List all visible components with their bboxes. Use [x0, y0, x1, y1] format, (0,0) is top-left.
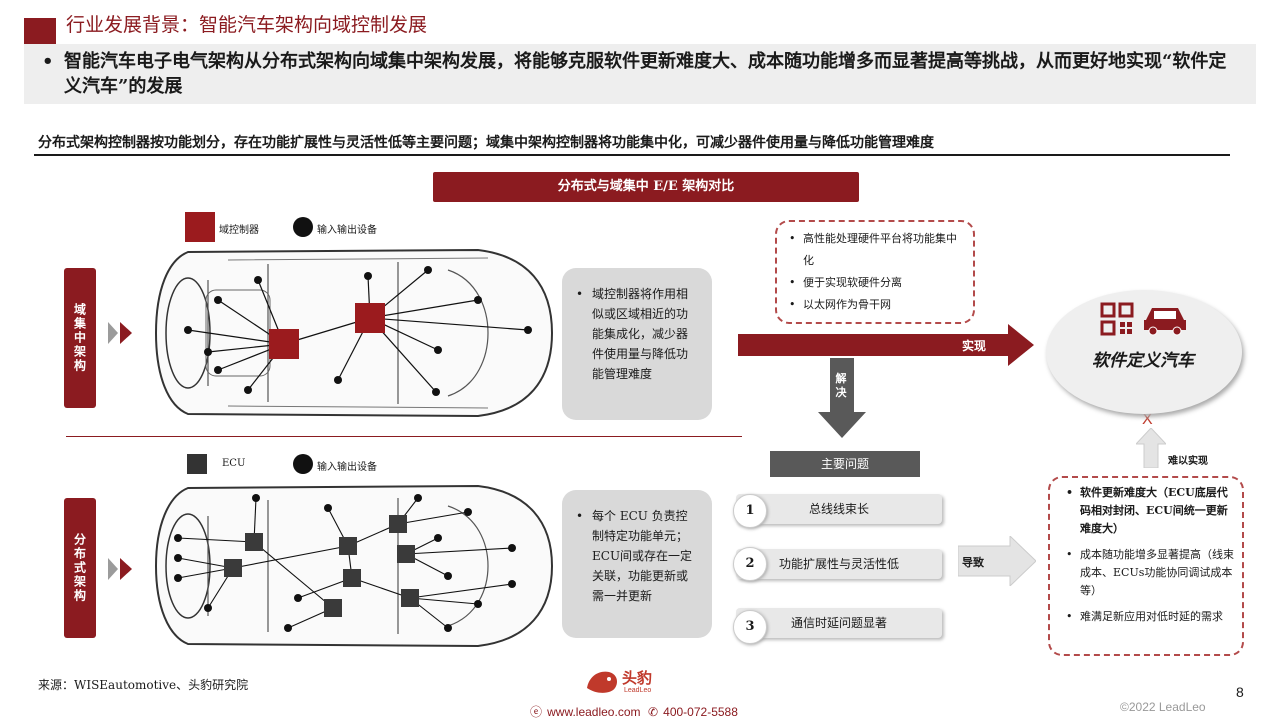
legend-controller-label: 域控制器: [219, 225, 259, 236]
brand-name: 头豹: [622, 669, 653, 687]
source-note: 来源：WISEautomotive、头豹研究院: [38, 678, 249, 692]
summary-bullet: •: [42, 51, 54, 72]
phone-icon: ✆: [648, 705, 659, 719]
fail-mark: X: [1142, 411, 1153, 428]
issue-number: 2: [733, 547, 767, 581]
issue-number: 1: [733, 494, 767, 528]
page-number: 8: [1236, 684, 1244, 700]
issue-pill: 通信时延问题显著: [736, 608, 942, 638]
issue-label: 功能扩展性与灵活性低: [778, 557, 899, 571]
grid-app-icon: [1100, 302, 1134, 336]
solve-arrow-label: 解决: [835, 372, 847, 399]
issue-label: 总线线束长: [808, 502, 869, 516]
goal-ellipse: [1046, 290, 1242, 414]
website-link[interactable]: www.leadleo.com: [547, 705, 641, 719]
copyright: ©2022 LeadLeo: [1120, 700, 1206, 714]
brand-name-en: LeadLeo: [624, 687, 652, 694]
issue-pill: 总线线束长: [736, 494, 942, 524]
issues-title: 主要问题: [770, 451, 920, 477]
chevron-right-icon: [108, 558, 132, 580]
benefit-item: 高性能处理硬件平台将功能集中化: [789, 228, 963, 272]
subheading: 分布式架构控制器按功能划分，存在功能扩展性与灵活性低等主要问题；域集中架构控制器…: [38, 135, 934, 151]
car-domain-diagram: [154, 248, 554, 418]
benefit-item: 便于实现软硬件分离: [789, 272, 963, 294]
subheading-underline: [34, 154, 1230, 156]
issue-number: 3: [733, 610, 767, 644]
cause-arrow-label: 导致: [962, 556, 984, 569]
legend-io-label: 输入输出设备: [317, 225, 377, 236]
page-title: 行业发展背景：智能汽车架构向域控制发展: [66, 14, 428, 36]
summary-text-wrap: • 智能汽车电子电气架构从分布式架构向域集中架构发展，将能够克服软件更新难度大、…: [42, 49, 1244, 99]
realize-arrow: [738, 324, 1034, 366]
issue-pill: 功能扩展性与灵活性低: [736, 549, 942, 579]
leopard-logo-icon: [587, 671, 617, 693]
legend-ecu-swatch: [187, 454, 207, 474]
summary-text: 智能汽车电子电气架构从分布式架构向域集中架构发展，将能够克服软件更新难度大、成本…: [64, 51, 1227, 97]
legend-io-dot: [293, 454, 313, 474]
consequence-item: 成本随功能增多显著提高（线束成本、ECUs功能协同调试成本等）: [1066, 546, 1234, 600]
globe-icon: ⓔ: [530, 705, 543, 719]
website-link-wrap[interactable]: ⓔ www.leadleo.com: [530, 701, 640, 720]
consequence-item: 软件更新难度大（ECU底层代码相对封闭、ECU间统一更新难度大）: [1066, 484, 1234, 538]
consequence-item: 难满足新应用对低时延的需求: [1066, 608, 1234, 626]
benefit-item: 以太网作为骨干网: [789, 294, 963, 316]
legend-io-dot: [293, 217, 313, 237]
distributed-arch-label: 分布式架构: [64, 498, 96, 638]
phone-number: 400-072-5588: [663, 705, 738, 719]
domain-description: • 域控制器将作用相似或区域相近的功能集成化，减少器件使用量与降低功能管理难度: [562, 268, 712, 420]
solve-arrow: [818, 358, 866, 438]
chevron-right-icon: [108, 322, 132, 344]
legend-ecu-label: ECU: [222, 458, 246, 469]
realize-arrow-label: 实现: [962, 339, 987, 353]
legend-io-label: 输入输出设备: [317, 462, 377, 473]
distributed-description: • 每个 ECU 负责控制特定功能单元；ECU间或存在一定关联，功能更新或需一并…: [562, 490, 712, 638]
cause-arrow: [958, 536, 1036, 586]
summary-banner: [24, 44, 1256, 104]
distributed-description-text: 每个 ECU 负责控制特定功能单元；ECU间或存在一定关联，功能更新或需一并更新: [592, 509, 693, 603]
consequences-box: 软件更新难度大（ECU底层代码相对封闭、ECU间统一更新难度大） 成本随功能增多…: [1048, 476, 1244, 656]
car-distributed-diagram: [154, 484, 554, 648]
benefits-box: 高性能处理硬件平台将功能集中化 便于实现软硬件分离 以太网作为骨干网: [775, 220, 975, 324]
phone-wrap: ✆ 400-072-5588: [648, 701, 738, 720]
legend-controller-swatch: [185, 212, 215, 242]
car-icon: [1144, 308, 1186, 336]
section-divider: [66, 436, 742, 437]
domain-description-text: 域控制器将作用相似或区域相近的功能集成化，减少器件使用量与降低功能管理难度: [592, 287, 689, 381]
blocked-up-arrow: [1136, 428, 1166, 468]
hard-label: 难以实现: [1168, 456, 1208, 467]
title-marker: [24, 18, 56, 44]
goal-label: 软件定义汽车: [1092, 351, 1194, 371]
diagram-title: 分布式与域集中 E/E 架构对比: [433, 172, 859, 202]
domain-arch-label: 域集中架构: [64, 268, 96, 408]
issue-label: 通信时延问题显著: [790, 616, 887, 630]
